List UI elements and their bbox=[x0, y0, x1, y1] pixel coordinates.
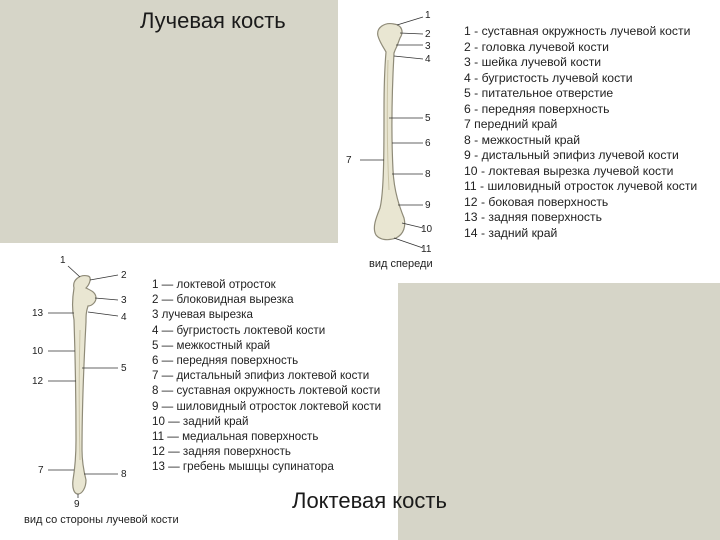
ulna-legend-item: 12 — задняя поверхность bbox=[152, 445, 291, 459]
ulna-legend-item: 7 — дистальный эпифиз локтевой кости bbox=[152, 369, 370, 383]
radius-callout-1: 1 bbox=[425, 10, 431, 21]
ulna-legend-item: 3 лучевая вырезка bbox=[152, 308, 253, 322]
ulna-legend-item: 8 — суставная окружность локтевой кости bbox=[152, 384, 381, 398]
radius-legend-item: 13 - задняя поверхность bbox=[464, 210, 602, 224]
ulna-callout-1: 1 bbox=[60, 255, 66, 266]
ulna-legend-item: 10 — задний край bbox=[152, 414, 249, 428]
ulna-callout-2: 2 bbox=[121, 270, 127, 281]
radius-callout-11: 11 bbox=[421, 244, 432, 255]
ulna-legend-item: 6 — передняя поверхность bbox=[152, 354, 299, 368]
radius-callout-8: 8 bbox=[425, 169, 431, 180]
background-block-bottom-right bbox=[398, 283, 720, 540]
ulna-legend-item: 9 — шиловидный отросток локтевой кости bbox=[152, 399, 382, 413]
ulna-bone-shape bbox=[71, 275, 97, 495]
ulna-callout-8: 8 bbox=[121, 469, 127, 480]
radius-legend-item: 12 - боковая поверхность bbox=[464, 194, 609, 209]
radius-callout-4: 4 bbox=[425, 54, 431, 65]
radius-callout-10: 10 bbox=[421, 224, 433, 235]
radius-legend: 1 - суставная окружность лучевой кости 2… bbox=[464, 24, 697, 241]
ulna-bone-drawing bbox=[71, 275, 97, 495]
radius-view-label: вид спереди bbox=[369, 258, 433, 270]
radius-callout-5: 5 bbox=[425, 113, 431, 124]
ulna-callout-12: 12 bbox=[32, 376, 44, 387]
ulna-legend-item: 13 — гребень мышцы супинатора bbox=[152, 460, 334, 474]
radius-callout-6: 6 bbox=[425, 138, 431, 149]
radius-bone-drawing bbox=[373, 23, 406, 241]
ulna-legend-item: 5 — межкостный край bbox=[152, 338, 271, 352]
ulna-callout-7: 7 bbox=[38, 465, 44, 476]
radius-title: Лучевая кость bbox=[140, 8, 286, 33]
ulna-bone-shading bbox=[78, 329, 81, 461]
radius-figure-panel bbox=[338, 0, 720, 283]
radius-legend-item: 7 передний край bbox=[464, 117, 558, 131]
ulna-figure-panel bbox=[0, 245, 398, 540]
radius-legend-item: 4 - бугристость лучевой кости bbox=[464, 70, 633, 85]
ulna-legend-item: 2 — блоковидная вырезка bbox=[152, 293, 294, 307]
ulna-callout-lines bbox=[48, 265, 119, 498]
ulna-callout-3: 3 bbox=[121, 295, 127, 306]
ulna-callout-4: 4 bbox=[121, 312, 127, 323]
radius-callout-2: 2 bbox=[425, 29, 431, 40]
radius-legend-item: 9 - дистальный эпифиз лучевой кости bbox=[464, 148, 679, 162]
ulna-callout-numbers: 1 2 3 4 13 10 12 5 7 8 9 bbox=[32, 255, 127, 510]
radius-bone-shading bbox=[386, 59, 390, 191]
radius-bone-shape bbox=[373, 23, 406, 241]
background-block-top-left bbox=[0, 0, 350, 243]
ulna-legend: 1 — локтевой отросток 2 — блоковидная вы… bbox=[152, 277, 381, 475]
radius-legend-item: 1 - суставная окружность лучевой кости bbox=[464, 24, 691, 38]
ulna-legend-item: 1 — локтевой отросток bbox=[152, 278, 276, 291]
ulna-callout-5: 5 bbox=[121, 363, 127, 374]
radius-legend-item: 6 - передняя поверхность bbox=[464, 101, 610, 116]
ulna-legend-item: 11 — медиальная поверхность bbox=[152, 430, 319, 444]
radius-legend-item: 14 - задний край bbox=[464, 225, 558, 240]
ulna-legend-item: 4 — бугристость локтевой кости bbox=[152, 323, 326, 337]
radius-callout-numbers: 1 2 3 4 5 6 7 8 9 10 11 bbox=[346, 10, 433, 255]
radius-callout-7: 7 bbox=[346, 155, 352, 166]
ulna-view-label: вид со стороны лучевой кости bbox=[24, 514, 179, 526]
radius-legend-item: 5 - питательное отверстие bbox=[464, 86, 614, 100]
radius-legend-item: 8 - межкостный край bbox=[464, 132, 581, 147]
ulna-callout-9: 9 bbox=[74, 499, 80, 510]
radius-callout-9: 9 bbox=[425, 200, 431, 211]
ulna-callout-13: 13 bbox=[32, 308, 44, 319]
radius-legend-item: 11 - шиловидный отросток лучевой кости bbox=[464, 179, 698, 193]
radius-legend-item: 3 - шейка лучевой кости bbox=[464, 55, 602, 69]
radius-callout-3: 3 bbox=[425, 41, 431, 52]
radius-callout-lines bbox=[360, 16, 424, 249]
ulna-callout-10: 10 bbox=[32, 346, 44, 357]
radius-legend-item: 2 - головка лучевой кости bbox=[464, 39, 609, 54]
radius-legend-item: 10 - локтевая вырезка лучевой кости bbox=[464, 163, 674, 178]
ulna-title: Локтевая кость bbox=[292, 488, 447, 513]
